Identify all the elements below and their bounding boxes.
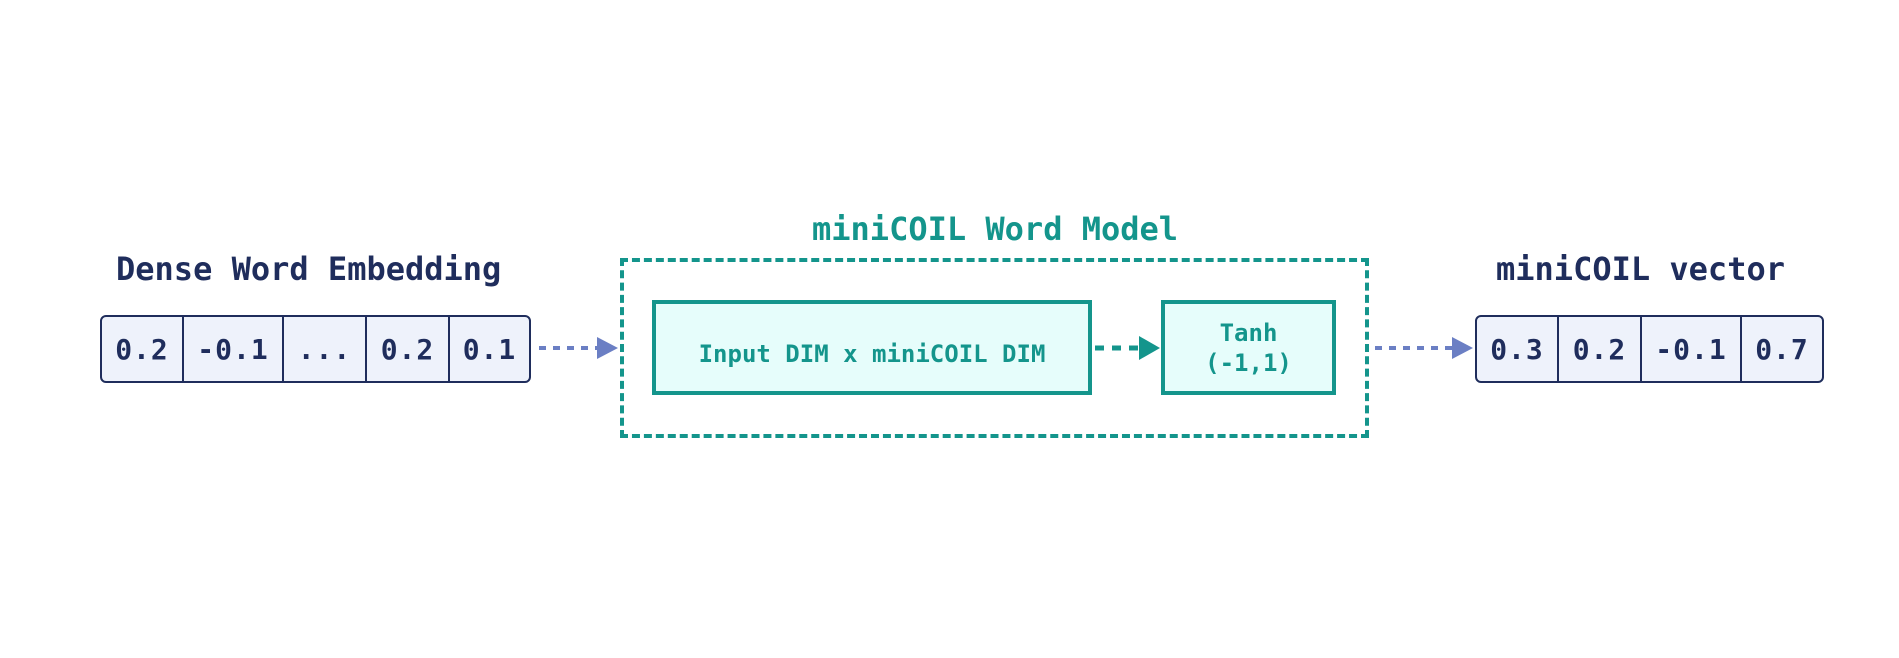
activation-range: (-1,1) <box>1205 348 1292 377</box>
output-vector: 0.3 0.2 -0.1 0.7 <box>1475 315 1824 383</box>
tanh-activation-block: Tanh (-1,1) <box>1161 300 1336 395</box>
input-vector: 0.2 -0.1 ... 0.2 0.1 <box>100 315 531 383</box>
input-cell: -0.1 <box>184 317 284 381</box>
input-cell: 0.2 <box>102 317 184 381</box>
output-cell: 0.2 <box>1559 317 1642 381</box>
input-cell: 0.2 <box>367 317 450 381</box>
arrow-model-to-output <box>1375 337 1473 359</box>
output-title: miniCOIL vector <box>1496 250 1785 288</box>
input-title: Dense Word Embedding <box>116 250 502 288</box>
model-container <box>620 258 1369 438</box>
activation-name: Tanh <box>1219 318 1278 347</box>
model-title: miniCOIL Word Model <box>812 210 1179 248</box>
arrow-linear-to-tanh <box>1095 336 1160 360</box>
arrow-input-to-model <box>539 337 618 359</box>
linear-layer-label: Input DIM x miniCOIL DIM <box>698 339 1046 368</box>
output-cell: -0.1 <box>1642 317 1742 381</box>
output-cell: 0.3 <box>1477 317 1559 381</box>
output-cell: 0.7 <box>1755 332 1809 366</box>
linear-layer-block: Input DIM x miniCOIL DIM <box>652 300 1092 395</box>
input-cell: 0.1 <box>462 332 517 366</box>
input-cell: ... <box>284 317 367 381</box>
